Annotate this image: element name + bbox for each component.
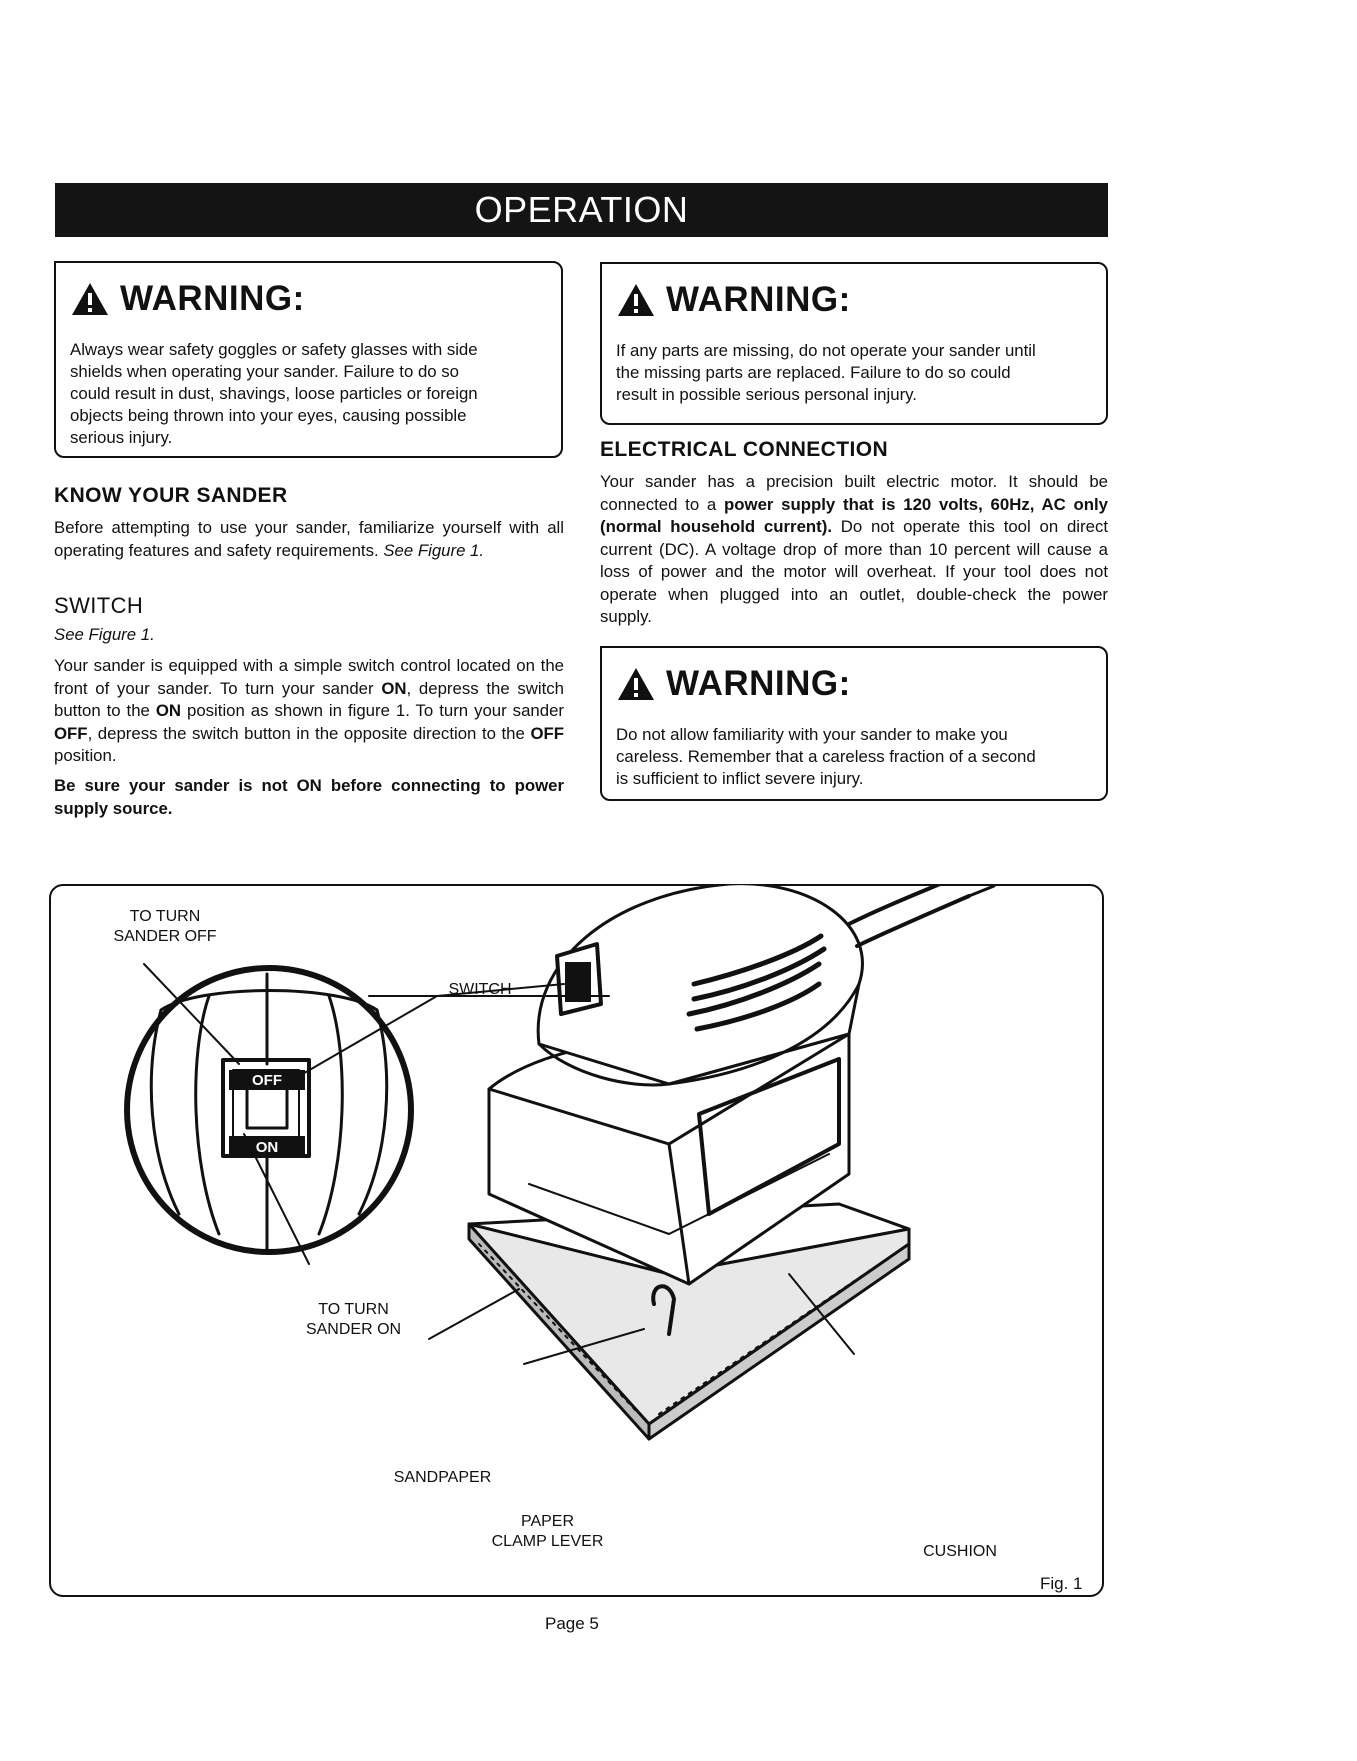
warning-line: result in possible serious personal inju… bbox=[616, 385, 917, 404]
warning-box-safety-goggles: WARNING: Always wear safety goggles or s… bbox=[54, 261, 563, 458]
switch-text: Your sander is equipped with a simple sw… bbox=[54, 655, 564, 768]
switch-on-marking: ON bbox=[256, 1139, 279, 1156]
know-text: Before attempting to use your sander, fa… bbox=[54, 518, 564, 560]
warning-text: If any parts are missing, do not operate… bbox=[616, 340, 1092, 406]
warning-line: Always wear safety goggles or safety gla… bbox=[70, 340, 478, 359]
electrical-connection-heading: ELECTRICAL CONNECTION bbox=[600, 438, 889, 461]
electrical-connection-text: Your sander has a precision built electr… bbox=[600, 471, 1108, 629]
section-banner: OPERATION bbox=[55, 183, 1108, 237]
switch-text-part: position as shown in figure 1. To turn y… bbox=[187, 701, 564, 720]
callout-text: SANDER OFF bbox=[113, 928, 217, 945]
page-number: Page 5 bbox=[545, 1614, 599, 1633]
warning-header: WARNING: bbox=[616, 278, 1092, 322]
switch-text-part: position. bbox=[54, 746, 117, 765]
switch-text-part: Your sander is equipped with a simple sw… bbox=[54, 656, 564, 698]
callout-text: TO TURN bbox=[129, 908, 201, 925]
warning-line: shields when operating your sander. Fail… bbox=[70, 362, 460, 381]
electrical-power-spec: power supply that is 120 volts, 60Hz, AC… bbox=[600, 494, 1108, 537]
warning-box-missing-parts: WARNING: If any parts are missing, do no… bbox=[600, 262, 1108, 425]
figure-1-frame bbox=[49, 884, 1104, 1597]
warning-box-familiarity: WARNING: Do not allow familiarity with y… bbox=[600, 646, 1108, 801]
warning-text: Always wear safety goggles or safety gla… bbox=[70, 339, 547, 449]
warning-triangle-icon bbox=[618, 668, 654, 700]
callout-switch: SWITCH bbox=[448, 981, 512, 998]
switch-on-word: ON bbox=[381, 678, 407, 698]
know-your-sander-heading: KNOW YOUR SANDER bbox=[54, 484, 288, 507]
switch-figure-reference: See Figure 1. bbox=[54, 625, 155, 644]
switch-safety-note: Be sure your sander is not ON before con… bbox=[54, 776, 564, 818]
switch-off-word: OFF bbox=[530, 723, 564, 743]
sander-illustration: OFF ON bbox=[124, 884, 996, 1441]
callout-text: SANDER ON bbox=[305, 1321, 402, 1338]
electrical-text-part: Do not operate this tool on direct curre… bbox=[600, 517, 1108, 626]
switch-heading: SWITCH bbox=[54, 593, 144, 618]
callout-text: PAPER bbox=[520, 1513, 575, 1530]
warning-line: careless. Remember that a careless fract… bbox=[616, 747, 1036, 766]
warning-header: WARNING: bbox=[70, 277, 547, 321]
callout-leader-lines bbox=[143, 963, 855, 1365]
warning-title: WARNING: bbox=[666, 280, 851, 319]
callout-text: CLAMP LEVER bbox=[491, 1533, 604, 1550]
callout-text: TO TURN bbox=[318, 1301, 389, 1318]
warning-line: the missing parts are replaced. Failure … bbox=[616, 363, 1011, 382]
warning-title: WARNING: bbox=[120, 279, 305, 318]
warning-line: serious injury. bbox=[70, 428, 173, 447]
warning-header: WARNING: bbox=[616, 662, 1092, 706]
switch-off-marking: OFF bbox=[252, 1072, 282, 1089]
warning-text: Do not allow familiarity with your sande… bbox=[616, 724, 1092, 790]
section-title: OPERATION bbox=[474, 189, 689, 230]
callout-sander-off: TO TURN SANDER OFF bbox=[110, 907, 220, 947]
warning-triangle-icon bbox=[618, 284, 654, 316]
callout-paper-clamp-lever: PAPER CLAMP LEVER bbox=[480, 1512, 615, 1552]
figure-label: Fig. 1 bbox=[1040, 1574, 1083, 1593]
figure-reference: See Figure 1. bbox=[383, 540, 485, 560]
warning-line: If any parts are missing, do not operate… bbox=[616, 341, 1036, 360]
know-your-sander-text: Before attempting to use your sander, fa… bbox=[54, 517, 564, 562]
warning-line: could result in dust, shavings, loose pa… bbox=[70, 384, 478, 403]
warning-line: Do not allow familiarity with your sande… bbox=[616, 725, 1008, 744]
switch-text-part: , depress the switch button to the bbox=[54, 678, 564, 721]
callout-sandpaper: SANDPAPER bbox=[393, 1469, 492, 1486]
switch-on-word: ON bbox=[155, 701, 182, 720]
switch-off-word: OFF bbox=[54, 723, 88, 743]
sander-body-icon bbox=[467, 884, 996, 1441]
warning-line: objects being thrown into your eyes, cau… bbox=[70, 406, 467, 425]
switch-text-part: , depress the switch button in the oppos… bbox=[87, 723, 525, 743]
warning-triangle-icon bbox=[72, 283, 108, 315]
switch-closeup-icon bbox=[124, 965, 414, 1255]
warning-title: WARNING: bbox=[666, 664, 851, 703]
electrical-text-part: Your sander has a precision built electr… bbox=[600, 472, 1108, 514]
callout-sander-on: TO TURN SANDER ON bbox=[296, 1300, 411, 1340]
callout-cushion: CUSHION bbox=[923, 1543, 997, 1560]
warning-line: is sufficient to inflict severe injury. bbox=[616, 769, 864, 788]
